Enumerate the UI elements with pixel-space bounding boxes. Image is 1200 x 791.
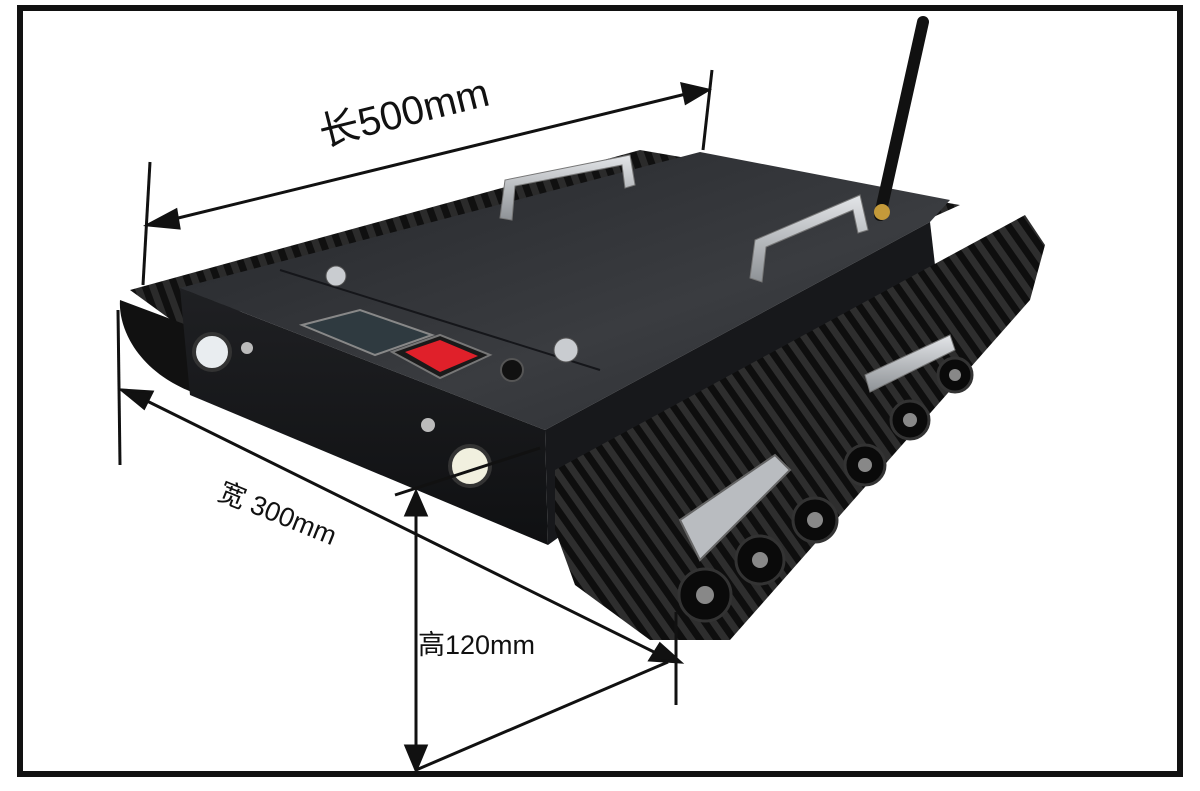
chassis-top	[180, 152, 950, 430]
bolt-left	[241, 342, 253, 354]
antenna-base	[874, 204, 890, 220]
top-handle-front	[749, 194, 869, 283]
key-switch	[500, 358, 524, 382]
antenna	[874, 16, 929, 221]
road-wheels	[677, 356, 974, 623]
height-label: 高120mm	[418, 630, 536, 660]
front-track	[555, 215, 1045, 640]
top-knob-right	[553, 337, 579, 363]
suspension-bracket	[678, 453, 792, 562]
voltage-display	[298, 308, 436, 357]
dimension-lines	[116, 69, 714, 774]
bolt-right	[421, 418, 435, 432]
headlight-left	[192, 332, 232, 372]
power-switch-rocker	[405, 340, 478, 372]
top-knob-left	[325, 265, 347, 287]
side-handle	[864, 334, 956, 393]
top-handle-rear	[499, 154, 636, 221]
photo-border	[17, 5, 1183, 777]
top-seam	[279, 269, 601, 371]
headlight-right	[448, 444, 492, 488]
